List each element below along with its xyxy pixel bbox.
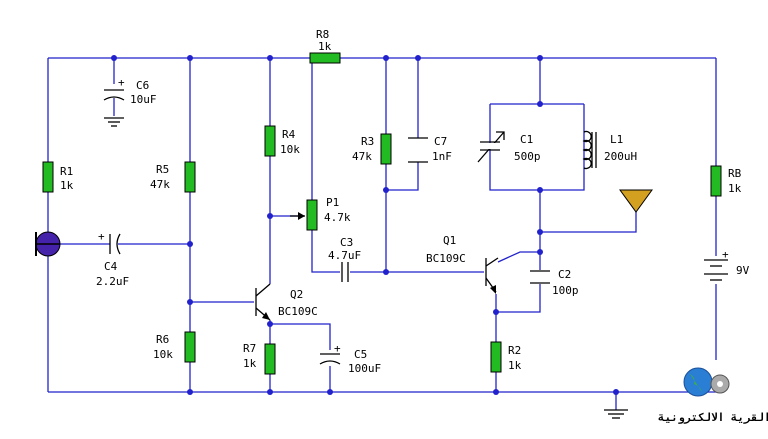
q1-value: BC109C: [426, 252, 466, 265]
wires: [47, 57, 717, 410]
r3-value: 47k: [352, 150, 372, 163]
resistor-rb: [710, 165, 722, 197]
globe-icon: [683, 367, 713, 397]
q1-name: Q1: [443, 234, 456, 247]
c7-value: 1nF: [432, 150, 452, 163]
p1-value: 4.7k: [324, 211, 351, 224]
c6-plus: +: [118, 76, 125, 89]
c4-name: C4: [104, 260, 118, 273]
r1-value: 1k: [60, 179, 74, 192]
capacitor-c5: [319, 353, 341, 365]
r2-value: 1k: [508, 359, 522, 372]
resistor-r3: [380, 133, 392, 165]
r3-name: R3: [361, 135, 374, 148]
capacitor-c7: [408, 137, 428, 163]
microphone-icon: [35, 231, 61, 257]
l1-name: L1: [610, 133, 623, 146]
c6-value: 10uF: [130, 93, 157, 106]
capacitor-c2: [530, 270, 550, 284]
transistor-q1: [485, 257, 499, 294]
logo-text: القرية الالكترونية: [658, 411, 768, 424]
c2-value: 100p: [552, 284, 579, 297]
c1-value: 500p: [514, 150, 541, 163]
rb-value: 1k: [728, 182, 742, 195]
transistor-q2: [255, 283, 271, 321]
battery-icon: [704, 259, 728, 281]
r5-name: R5: [156, 163, 169, 176]
r7-name: R7: [243, 342, 256, 355]
r2-name: R2: [508, 344, 521, 357]
c1-name: C1: [520, 133, 533, 146]
resistor-r8: [309, 52, 341, 64]
battery-plus: +: [722, 248, 729, 261]
inductor-l1: [582, 130, 597, 170]
c4-plus: +: [98, 230, 105, 243]
rb-name: RB: [728, 167, 742, 180]
resistor-r5: [184, 161, 196, 193]
r1-name: R1: [60, 165, 73, 178]
q2-name: Q2: [290, 288, 303, 301]
ground-icon: [604, 409, 628, 419]
r4-name: R4: [282, 128, 296, 141]
c3-name: C3: [340, 236, 353, 249]
resistor-r7: [264, 343, 276, 375]
r5-value: 47k: [150, 178, 170, 191]
l1-value: 200uH: [604, 150, 637, 163]
capacitor-c4: [109, 233, 121, 255]
p1-name: P1: [326, 196, 339, 209]
q2-value: BC109C: [278, 305, 318, 318]
c7-name: C7: [434, 135, 447, 148]
potentiometer-p1: [290, 199, 318, 231]
r6-value: 10k: [153, 348, 173, 361]
resistor-r2: [490, 341, 502, 373]
capacitor-c6: [103, 89, 125, 127]
r6-name: R6: [156, 333, 169, 346]
logo: القرية الالكترونية: [658, 367, 768, 424]
resistor-r1: [42, 161, 54, 193]
r8-name: R8: [316, 28, 329, 41]
c3-value: 4.7uF: [328, 249, 361, 262]
c5-name: C5: [354, 348, 367, 361]
capacitor-c3: [341, 262, 349, 282]
r4-value: 10k: [280, 143, 300, 156]
resistor-r4: [264, 125, 276, 157]
battery-value: 9V: [736, 264, 750, 277]
r8-value: 1k: [318, 40, 332, 53]
resistor-r6: [184, 331, 196, 363]
c4-value: 2.2uF: [96, 275, 129, 288]
c6-name: C6: [136, 79, 149, 92]
c5-value: 100uF: [348, 362, 381, 375]
antenna-icon: [619, 189, 653, 213]
junction-dots: [111, 55, 619, 395]
r7-value: 1k: [243, 357, 257, 370]
c2-name: C2: [558, 268, 571, 281]
c5-plus: +: [334, 342, 341, 355]
